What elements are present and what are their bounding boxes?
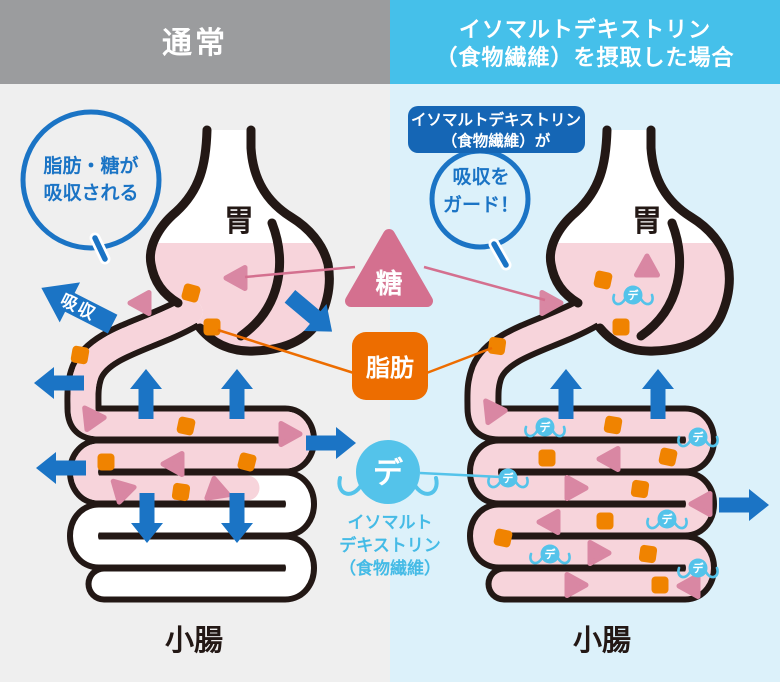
right-bubble-text-line1: 吸収を: [452, 166, 509, 188]
dextrin-legend-symbol: デ: [373, 456, 404, 490]
left-stomach-label: 胃: [224, 205, 254, 238]
fat-line-right: [423, 346, 493, 376]
left-bubble-circle: [20, 109, 162, 251]
sugar-line-left: [244, 265, 356, 279]
header: 通常 イソマルトデキストリン （食物繊維）を摂取した場合: [0, 0, 780, 84]
left-speech-bubble: 脂肪・糖が 吸収される: [20, 109, 162, 265]
legend: 糖 脂肪 デ イソマルト デキストリン （食物繊維）: [337, 229, 441, 578]
right-stomach-label: 胃: [632, 205, 662, 238]
right-bubble-box-line2: （食物繊維）が: [442, 131, 551, 150]
dextrin-caption-line1: イソマルト: [348, 513, 433, 532]
left-bubble-text-line2: 吸収される: [43, 182, 138, 204]
fat-legend-label: 脂肪: [366, 354, 414, 382]
right-intestine-label: 小腸: [573, 624, 631, 657]
left-header-band: [0, 0, 390, 84]
dextrin-legend-shape: デ: [337, 440, 439, 504]
fat-line-left: [217, 328, 358, 376]
left-bubble-tail: [92, 235, 108, 262]
legend-callout-lines: [217, 265, 546, 479]
left-header-title: 通常: [162, 27, 228, 60]
sugar-line-right: [423, 265, 546, 302]
dextrin-line-right: [419, 471, 502, 479]
dextrin-caption-line2: デキストリン: [339, 535, 441, 555]
right-header-title-line2: （食物繊維）を摂取した場合: [435, 45, 734, 70]
sugar-legend-shape: [345, 229, 433, 307]
right-bubble-text-line2: ガード！: [443, 194, 519, 216]
right-header-title-line1: イソマルトデキストリン: [459, 17, 711, 42]
right-bubble-box-line1: イソマルトデキストリン: [411, 110, 581, 129]
right-header-band: [390, 0, 780, 84]
left-intestine-label: 小腸: [165, 624, 223, 657]
right-bubble-label-box: [408, 106, 585, 153]
dextrin-caption-line3: （食物繊維）: [339, 558, 441, 578]
fat-legend-shape: [352, 332, 428, 400]
sugar-legend-label: 糖: [376, 268, 403, 299]
right-bubble-tail: [491, 241, 509, 268]
left-bubble-text-line1: 脂肪・糖が: [43, 154, 138, 177]
right-speech-bubble: イソマルトデキストリン （食物繊維）が 吸収を ガード！: [408, 106, 585, 271]
